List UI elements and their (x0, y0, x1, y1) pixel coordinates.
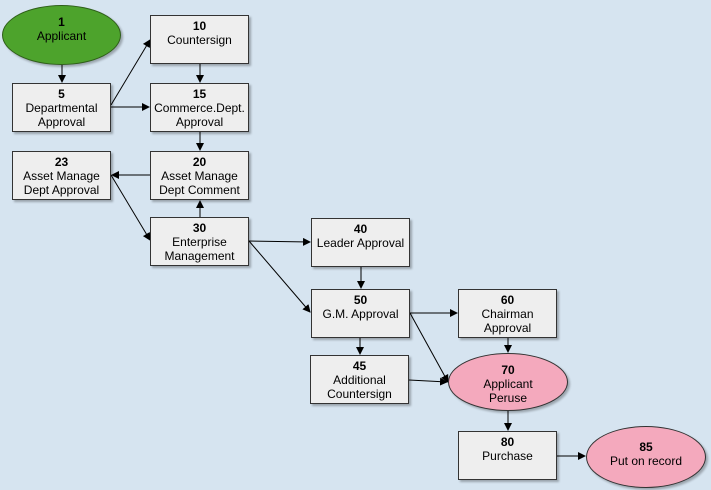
node-number: 85 (639, 440, 653, 454)
edge-5-to-10 (110, 39, 151, 106)
node-number: 80 (500, 435, 515, 449)
node-number: 40 (353, 222, 368, 236)
node-label: Asset Manage Dept Approval (23, 169, 100, 197)
node-number: 20 (192, 155, 207, 169)
node-number: 5 (58, 87, 65, 101)
node-label: Applicant (36, 29, 87, 43)
node-label: Chairman Approval (481, 307, 534, 335)
node-number: 60 (500, 293, 515, 307)
node-number: 70 (501, 363, 515, 377)
edge-45-to-70 (408, 377, 448, 386)
node-label: Countersign (167, 33, 232, 47)
node-label: Leader Approval (316, 236, 405, 250)
node-number: 23 (54, 155, 69, 169)
node-number: 50 (353, 293, 368, 307)
edge-50-to-70 (409, 312, 449, 383)
edge-30-to-40 (248, 237, 311, 246)
node-number: 1 (58, 15, 65, 29)
node-label: Departmental Approval (25, 101, 98, 129)
node-label: Purchase (482, 449, 533, 463)
node-number: 45 (352, 359, 367, 373)
node-label: Commerce.Dept. Approval (154, 101, 245, 129)
node-label: Put on record (609, 454, 683, 468)
node-label: Additional Countersign (327, 373, 392, 401)
node-number: 30 (192, 221, 207, 235)
node-label: Asset Manage Dept Comment (159, 169, 240, 197)
node-number: 10 (192, 19, 207, 33)
node-label: G.M. Approval (322, 307, 399, 321)
edge-23-to-30 (110, 174, 151, 241)
edge-30-to-50 (248, 240, 311, 313)
node-number: 15 (192, 87, 207, 101)
node-label: Enterprise Management (164, 235, 235, 263)
node-label: Applicant Peruse (483, 377, 533, 405)
